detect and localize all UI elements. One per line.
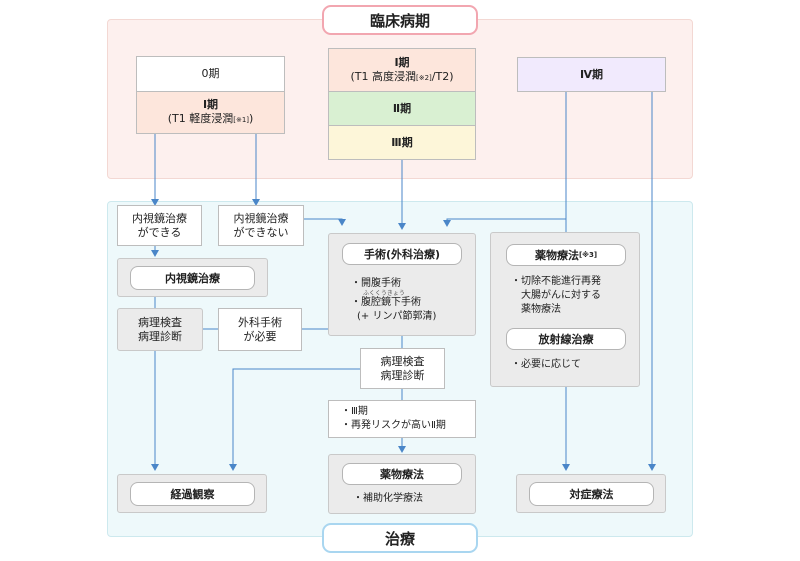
advanced-drug-item-1: ・切除不能進行再発	[511, 276, 601, 287]
stage-1-mild-detail: (T1 軽度浸潤[※1])	[168, 112, 254, 127]
connector-surgpath-to-observation	[229, 368, 360, 471]
endo-possible-box: 内視鏡治療 ができる	[117, 205, 202, 246]
stage-0-label: 0期	[201, 67, 220, 80]
surgery-box: 手術(外科治療) ・開腹手術 ふくくうきょう ・腹腔鏡下手術 (+ リンパ節郭清…	[328, 233, 476, 336]
endoscopic-treatment-title: 内視鏡治療	[130, 266, 255, 290]
endo-possible-line2: ができる	[137, 225, 182, 239]
symptomatic-title: 対症療法	[529, 482, 654, 506]
surgery-item-open: ・開腹手術	[351, 278, 401, 289]
stage-4-label: Ⅳ期	[579, 67, 604, 81]
stage-1-mild-detail-close: )	[249, 112, 254, 125]
stage-1-high-box: Ⅰ期 (T1 高度浸潤[※2]/T2)	[328, 48, 476, 92]
stage-3-box: Ⅲ期	[328, 125, 476, 160]
endo-impossible-line2: ができない	[233, 225, 289, 239]
surgery-pathology-line2: 病理診断	[380, 368, 425, 382]
adjuvant-drug-title: 薬物療法	[342, 463, 462, 485]
adjuvant-drug-item: ・補助化学療法	[353, 493, 423, 504]
surgery-pathology-box: 病理検査 病理診断	[360, 348, 445, 389]
surgery-needed-line1: 外科手術	[238, 315, 282, 329]
surgery-item-lymph: (+ リンパ節郭清)	[357, 311, 437, 322]
stage-3-label: Ⅲ期	[391, 135, 413, 149]
stage-4-box: Ⅳ期	[517, 57, 666, 92]
stage-1-mild-box: Ⅰ期 (T1 軽度浸潤[※1])	[136, 91, 285, 134]
note-ref-3: [※3]	[578, 251, 598, 259]
advanced-drug-title: 薬物療法[※3]	[506, 244, 626, 266]
surgery-ruby: ふくくうきょう	[363, 290, 405, 297]
stage-1-high-detail-text: (T1 高度浸潤	[350, 69, 416, 83]
surgery-needed-box: 外科手術 が必要	[218, 308, 302, 351]
stage-2-box: Ⅱ期	[328, 91, 476, 126]
endo-possible-line1: 内視鏡治療	[132, 211, 187, 225]
advanced-drug-item-3: 薬物療法	[521, 304, 561, 315]
stage-1-mild-detail-text: (T1 軽度浸潤	[167, 112, 234, 125]
endo-pathology-line2: 病理診断	[138, 329, 182, 343]
endo-impossible-line1: 内視鏡治療	[233, 211, 289, 225]
observation-box: 経過観察	[117, 474, 267, 513]
stage-1-high-detail: (T1 高度浸潤[※2]/T2)	[350, 70, 453, 85]
surgery-needed-line2: が必要	[243, 329, 277, 343]
adjuvant-condition-box: ・Ⅲ期 ・再発リスクが高いⅡ期	[328, 400, 476, 438]
stage-1-high-label: Ⅰ期	[394, 55, 410, 69]
surgery-item-laparoscopic: ・腹腔鏡下手術	[351, 297, 421, 308]
surgery-pathology-line1: 病理検査	[380, 354, 425, 368]
clinical-stage-title: 臨床病期	[322, 5, 478, 35]
surgery-title: 手術(外科治療)	[342, 243, 462, 265]
treatment-title: 治療	[322, 523, 478, 553]
stage-1-mild-label: Ⅰ期	[202, 98, 219, 111]
condition-stage3: ・Ⅲ期	[341, 406, 368, 417]
adjuvant-drug-box: 薬物療法 ・補助化学療法	[328, 454, 476, 514]
note-ref-1: [※1]	[233, 116, 249, 124]
stage-0-box: 0期	[136, 56, 285, 92]
condition-high-risk-stage2: ・再発リスクが高いⅡ期	[341, 420, 446, 431]
symptomatic-box: 対症療法	[516, 474, 666, 513]
endo-pathology-box: 病理検査 病理診断	[117, 308, 203, 351]
endoscopic-treatment-box: 内視鏡治療	[117, 258, 268, 297]
stage-2-label: Ⅱ期	[392, 101, 412, 115]
stage-1-high-detail-tail: /T2)	[431, 69, 454, 83]
advanced-drug-title-text: 薬物療法	[534, 249, 579, 262]
connector-endo-impossible-to-surgery	[304, 218, 346, 226]
observation-title: 経過観察	[130, 482, 255, 506]
advanced-treatment-box: 薬物療法[※3] ・切除不能進行再発 大腸がんに対する 薬物療法 放射線治療 ・…	[490, 232, 640, 387]
radiation-item: ・必要に応じて	[511, 359, 581, 370]
advanced-drug-item-2: 大腸がんに対する	[521, 290, 601, 301]
endo-impossible-box: 内視鏡治療 ができない	[218, 205, 304, 246]
note-ref-2: [※2]	[416, 73, 432, 82]
connector-stage4-to-surgery	[443, 92, 567, 227]
radiation-title: 放射線治療	[506, 328, 626, 350]
endo-pathology-line1: 病理検査	[138, 315, 182, 329]
